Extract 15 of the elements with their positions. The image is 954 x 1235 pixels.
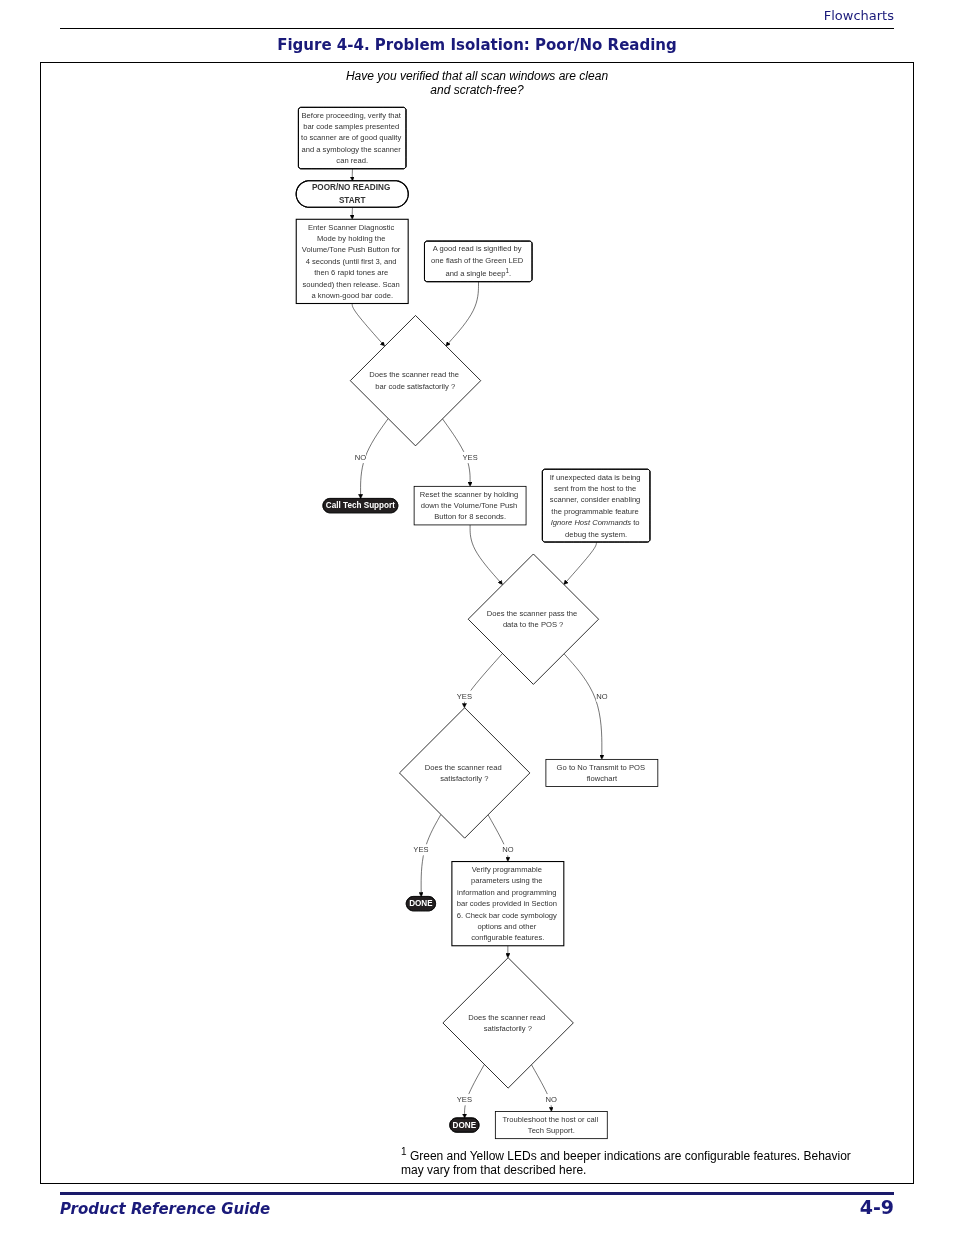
node-diamond xyxy=(349,315,482,447)
note-text: Have you verified that all scan windows are clean and scratch-free? xyxy=(344,69,610,97)
figure-title: Figure 4-4. Problem Isolation: Poor/No Reading xyxy=(276,36,678,54)
node-box xyxy=(545,758,659,787)
node-diamond xyxy=(399,707,531,839)
section-header: Flowcharts xyxy=(823,8,894,23)
node-diamond xyxy=(467,553,599,685)
node-box xyxy=(295,218,409,305)
page-number: 4-9 xyxy=(859,1196,894,1218)
footer-title: Product Reference Guide xyxy=(60,1200,271,1218)
footnote: $^{1}$ Green and Yellow LEDs and beeper indications are configurable features. Behavior may vary from that described here. xyxy=(401,1146,852,1177)
node-box xyxy=(494,1111,608,1140)
node-box xyxy=(413,485,527,526)
node-box xyxy=(451,861,565,947)
node-diamond xyxy=(442,957,574,1089)
